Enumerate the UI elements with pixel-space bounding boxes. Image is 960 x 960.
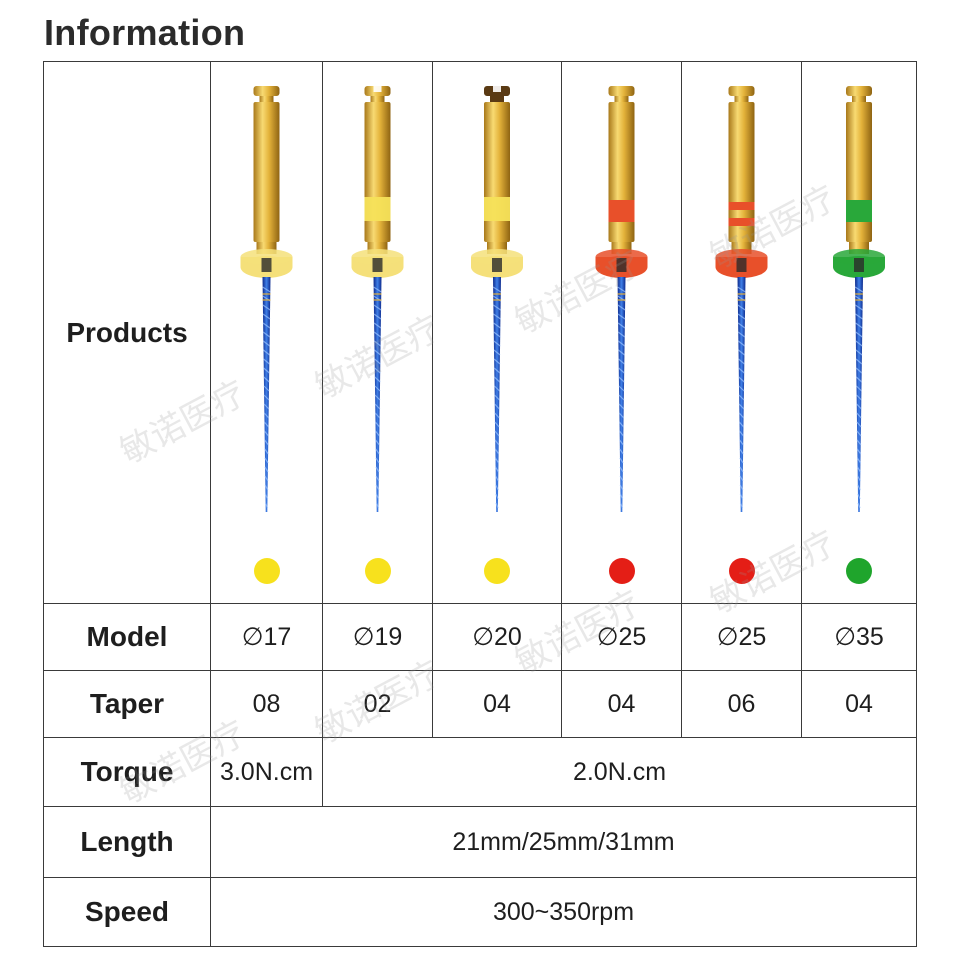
color-code-dot [846,558,872,584]
file-blade [262,277,271,512]
length-row: Length 21mm/25mm/31mm [43,806,917,878]
model-value: ∅35 [801,603,917,671]
product-cell [801,61,917,604]
color-code-dot [484,558,510,584]
model-row: Model ∅17 ∅19 ∅20 ∅25 ∅25 ∅35 [43,603,917,671]
product-cell [432,61,562,604]
torque-row: Torque 3.0N.cm 2.0N.cm [43,737,917,807]
taper-value: 08 [210,670,323,738]
file-shank [253,102,280,242]
color-code-dot [364,558,391,584]
taper-label: Taper [43,670,211,738]
model-value: ∅25 [561,603,682,671]
taper-value: 06 [681,670,802,738]
file-illustration [833,86,885,512]
file-head [608,86,635,96]
file-illustration [715,86,768,512]
file-illustration [351,86,404,512]
products-label: Products [43,61,211,604]
color-code-dot [728,558,755,584]
color-code-dot [253,558,280,584]
product-cell [561,61,682,604]
file-illustration [471,86,523,512]
file-head [846,86,872,96]
file-blade [493,277,501,512]
speed-label: Speed [43,877,211,947]
product-cell [681,61,802,604]
speed-row: Speed 300~350rpm [43,877,917,947]
length-value: 21mm/25mm/31mm [210,806,917,878]
speed-value: 300~350rpm [210,877,917,947]
model-label: Model [43,603,211,671]
products-row: Products [43,61,917,604]
torque-value-first: 3.0N.cm [210,737,323,807]
taper-value: 04 [801,670,917,738]
file-blade [855,277,863,512]
taper-value: 04 [561,670,682,738]
page-title: Information [44,12,246,53]
file-head [728,86,755,96]
file-blade [737,277,746,512]
torque-value-rest: 2.0N.cm [322,737,917,807]
file-blade [373,277,382,512]
length-label: Length [43,806,211,878]
model-value: ∅19 [322,603,433,671]
torque-label: Torque [43,737,211,807]
taper-value: 02 [322,670,433,738]
taper-row: Taper 08 02 04 04 06 04 [43,670,917,738]
color-code-dot [608,558,635,584]
spec-table: Products Model ∅17 ∅19 ∅20 ∅25 ∅25 ∅35 T… [43,61,917,947]
file-illustration [595,86,648,512]
file-blade [617,277,626,512]
product-cell [322,61,433,604]
file-head [253,86,280,96]
product-cell [210,61,323,604]
taper-value: 04 [432,670,562,738]
model-value: ∅20 [432,603,562,671]
file-illustration [240,86,293,512]
model-value: ∅17 [210,603,323,671]
model-value: ∅25 [681,603,802,671]
